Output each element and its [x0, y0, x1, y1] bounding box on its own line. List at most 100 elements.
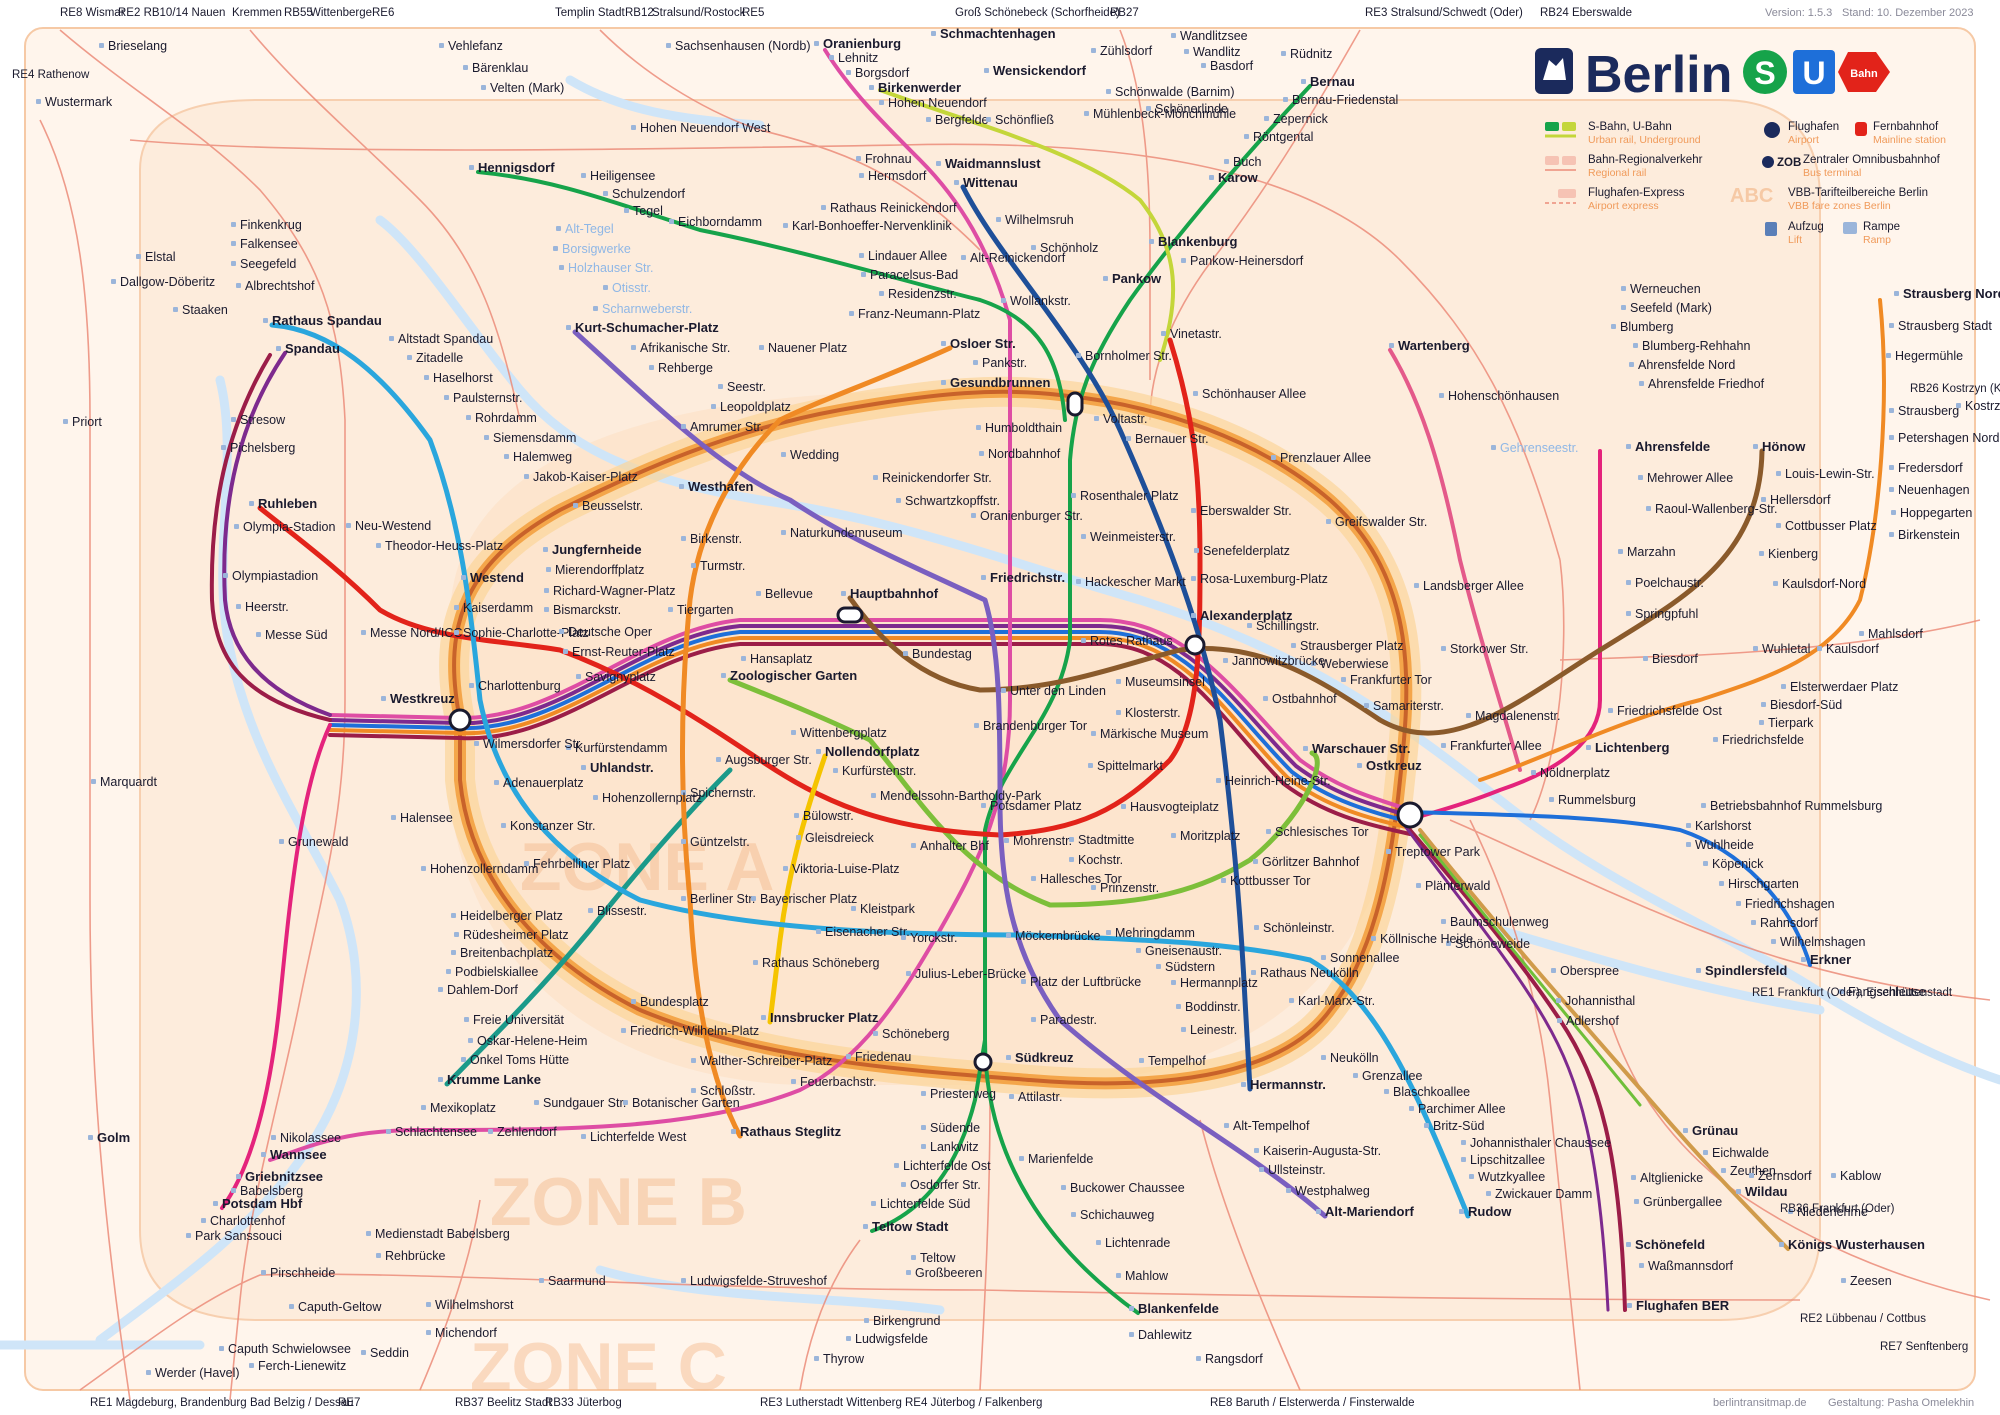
station-label[interactable]: Wensickendorf	[993, 63, 1087, 78]
station-label[interactable]: Großbeeren	[915, 1266, 982, 1280]
station-label[interactable]: Hohenzollernplatz	[602, 791, 702, 805]
station-label[interactable]: Wustermark	[45, 95, 113, 109]
station-label[interactable]: Rudow	[1468, 1204, 1512, 1219]
station-label[interactable]: Leinestr.	[1190, 1023, 1237, 1037]
station-label[interactable]: Brieselang	[108, 39, 167, 53]
station-label[interactable]: Griebnitzsee	[245, 1169, 323, 1184]
station-label[interactable]: Pirschheide	[270, 1266, 335, 1280]
station-label[interactable]: Spichernstr.	[690, 786, 756, 800]
station-label[interactable]: Karlshorst	[1695, 819, 1752, 833]
station-label[interactable]: Borgsdorf	[855, 66, 910, 80]
station-label[interactable]: Konstanzer Str.	[510, 819, 595, 833]
station-label[interactable]: Turmstr.	[700, 559, 745, 573]
station-label[interactable]: Mahlow	[1125, 1269, 1169, 1283]
station-label[interactable]: Ostkreuz	[1366, 758, 1422, 773]
station-label[interactable]: Klosterstr.	[1125, 706, 1181, 720]
station-label[interactable]: Schöneweide	[1455, 937, 1530, 951]
station-label[interactable]: Wilmersdorfer Str.	[483, 737, 583, 751]
station-label[interactable]: Vinetastr.	[1170, 327, 1222, 341]
station-label[interactable]: Ludwigsfelde-Struveshof	[690, 1274, 827, 1288]
station-label[interactable]: Wildau	[1745, 1184, 1788, 1199]
station-label[interactable]: Marienfelde	[1028, 1152, 1093, 1166]
station-label[interactable]: Strausberg Nord	[1903, 286, 2000, 301]
station-label[interactable]: Ruhleben	[258, 496, 317, 511]
station-label[interactable]: Franz-Neumann-Platz	[858, 307, 980, 321]
station-label[interactable]: Rohrdamm	[475, 411, 537, 425]
station-label[interactable]: Grunewald	[288, 835, 348, 849]
station-label[interactable]: Stresow	[240, 413, 286, 427]
station-label[interactable]: Kurt-Schumacher-Platz	[575, 320, 719, 335]
station-label[interactable]: Freie Universität	[473, 1013, 565, 1027]
station-label[interactable]: Rüdesheimer Platz	[463, 928, 569, 942]
station-label[interactable]: Nauener Platz	[768, 341, 847, 355]
station-label[interactable]: Olympiastadion	[232, 569, 318, 583]
station-label[interactable]: Pichelsberg	[230, 441, 295, 455]
station-label[interactable]: Lichterfelde Süd	[880, 1197, 970, 1211]
station-label[interactable]: Albrechtshof	[245, 279, 315, 293]
station-label[interactable]: Springpfuhl	[1635, 607, 1698, 621]
station-label[interactable]: Südende	[930, 1121, 980, 1135]
station-label[interactable]: Unter den Linden	[1010, 684, 1106, 698]
station-label[interactable]: Schönhauser Allee	[1202, 387, 1306, 401]
station-label[interactable]: Heerstr.	[245, 600, 289, 614]
station-label[interactable]: Walther-Schreiber-Platz	[700, 1054, 832, 1068]
station-label[interactable]: Halemweg	[513, 450, 572, 464]
station-label[interactable]: Beusselstr.	[582, 499, 643, 513]
station-label[interactable]: Vehlefanz	[448, 39, 503, 53]
station-label[interactable]: Kottbusser Tor	[1230, 874, 1310, 888]
station-label[interactable]: Reinickendorfer Str.	[882, 471, 992, 485]
station-label[interactable]: Mexikoplatz	[430, 1101, 496, 1115]
station-label[interactable]: Schillingstr.	[1256, 619, 1319, 633]
station-label[interactable]: Güntzelstr.	[690, 835, 750, 849]
station-label[interactable]: Zeuthen	[1730, 1164, 1776, 1178]
station-label[interactable]: Savignyplatz	[585, 670, 656, 684]
station-label[interactable]: Gehrenseestr.	[1500, 441, 1579, 455]
station-label[interactable]: Biesdorf	[1652, 652, 1698, 666]
station-label[interactable]: Rangsdorf	[1205, 1352, 1263, 1366]
station-label[interactable]: Rehbrücke	[385, 1249, 445, 1263]
station-label[interactable]: Attilastr.	[1018, 1090, 1062, 1104]
station-label[interactable]: Zeesen	[1850, 1274, 1892, 1288]
station-label[interactable]: Hausvogteiplatz	[1130, 800, 1219, 814]
station-label[interactable]: Schönefeld	[1635, 1237, 1705, 1252]
station-label[interactable]: Charlottenburg	[478, 679, 561, 693]
station-label[interactable]: Mahlsdorf	[1868, 627, 1923, 641]
station-label[interactable]: Friedrichstr.	[990, 570, 1065, 585]
station-label[interactable]: Teltow	[920, 1251, 956, 1265]
station-label[interactable]: Märkische Museum	[1100, 727, 1208, 741]
station-label[interactable]: Dahlewitz	[1138, 1328, 1192, 1342]
station-label[interactable]: Altstadt Spandau	[398, 332, 493, 346]
station-label[interactable]: Ahrensfelde Friedhof	[1648, 377, 1765, 391]
station-label[interactable]: Bernauer Str.	[1135, 432, 1209, 446]
station-label[interactable]: Viktoria-Luise-Platz	[792, 862, 899, 876]
station-label[interactable]: Wannsee	[270, 1147, 327, 1162]
station-label[interactable]: Heidelberger Platz	[460, 909, 563, 923]
station-label[interactable]: Podbielskiallee	[455, 965, 538, 979]
station-label[interactable]: Grünau	[1692, 1123, 1738, 1138]
station-label[interactable]: Kaiserin-Augusta-Str.	[1263, 1144, 1381, 1158]
station-label[interactable]: Bernau-Friedenstal	[1292, 93, 1398, 107]
station-label[interactable]: Hermannplatz	[1180, 976, 1258, 990]
station-label[interactable]: Karl-Marx-Str.	[1298, 994, 1375, 1008]
station-label[interactable]: Haselhorst	[433, 371, 493, 385]
station-label[interactable]: Nollendorfplatz	[825, 744, 920, 759]
station-label[interactable]: Westkreuz	[390, 691, 455, 706]
station-label[interactable]: Saarmund	[548, 1274, 606, 1288]
station-label[interactable]: Hohen Neuendorf West	[640, 121, 771, 135]
station-label[interactable]: Prinzenstr.	[1100, 881, 1159, 895]
station-label[interactable]: Afrikanische Str.	[640, 341, 730, 355]
station-label[interactable]: Sonnenallee	[1330, 951, 1400, 965]
station-label[interactable]: Museumsinsel	[1125, 675, 1205, 689]
station-label[interactable]: Feuerbachstr.	[800, 1075, 876, 1089]
station-label[interactable]: Hohenschönhausen	[1448, 389, 1559, 403]
station-label[interactable]: Ludwigsfelde	[855, 1332, 928, 1346]
station-label[interactable]: Rosa-Luxemburg-Platz	[1200, 572, 1328, 586]
station-label[interactable]: Schönwalde (Barnim)	[1115, 85, 1235, 99]
station-label[interactable]: Borsigwerke	[562, 242, 631, 256]
station-label[interactable]: Weinmeisterstr.	[1090, 530, 1176, 544]
station-label[interactable]: Kostrzyn (Küstrin)	[1965, 399, 2000, 413]
station-label[interactable]: Sachsenhausen (Nordb)	[675, 39, 811, 53]
station-label[interactable]: Rathaus Neukölln	[1260, 966, 1359, 980]
station-label[interactable]: Brandenburger Tor	[983, 719, 1087, 733]
station-label[interactable]: Schlesisches Tor	[1275, 825, 1369, 839]
